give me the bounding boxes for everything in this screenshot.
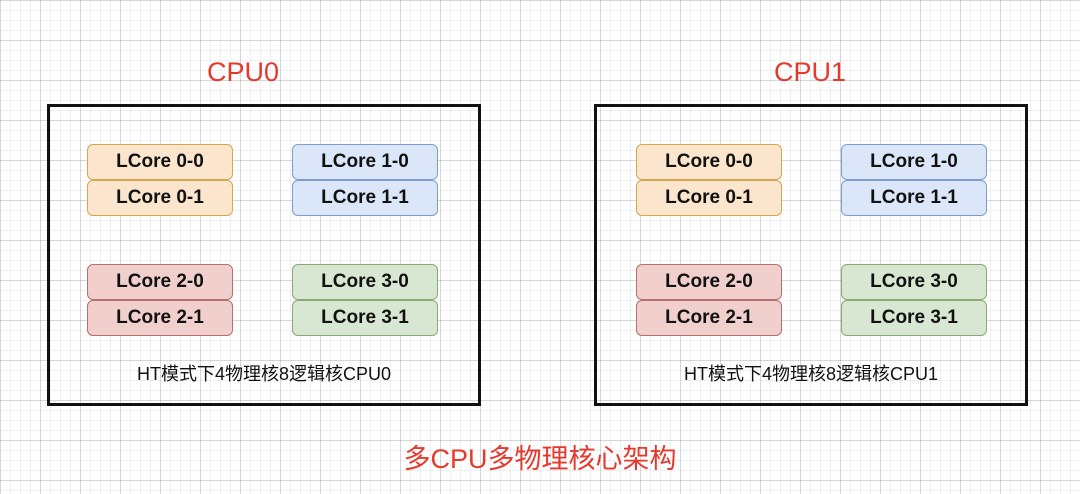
cpu0-lcore-2-0: LCore 2-0: [87, 264, 233, 300]
diagram-caption: 多CPU多物理核心架构: [403, 444, 677, 474]
cpu1-title: CPU1: [773, 57, 847, 87]
cpu1-lcore-0-0: LCore 0-0: [636, 144, 782, 180]
cpu0-lcore-3-0: LCore 3-0: [292, 264, 438, 300]
cpu0-description: HT模式下4物理核8逻辑核CPU0: [136, 364, 392, 384]
cpu1-lcore-0-1: LCore 0-1: [636, 180, 782, 216]
cpu0-lcore-0-0: LCore 0-0: [87, 144, 233, 180]
cpu0-lcore-2-1: LCore 2-1: [87, 300, 233, 336]
cpu0-title: CPU0: [206, 57, 280, 87]
cpu1-lcore-1-1: LCore 1-1: [841, 180, 987, 216]
cpu1-lcore-2-1: LCore 2-1: [636, 300, 782, 336]
cpu1-description: HT模式下4物理核8逻辑核CPU1: [683, 364, 939, 384]
cpu0-lcore-1-1: LCore 1-1: [292, 180, 438, 216]
cpu0-lcore-0-1: LCore 0-1: [87, 180, 233, 216]
cpu0-lcore-1-0: LCore 1-0: [292, 144, 438, 180]
cpu0-lcore-3-1: LCore 3-1: [292, 300, 438, 336]
cpu1-lcore-3-0: LCore 3-0: [841, 264, 987, 300]
cpu0-container: LCore 0-0 LCore 0-1 LCore 1-0 LCore 1-1 …: [47, 104, 481, 406]
cpu1-lcore-1-0: LCore 1-0: [841, 144, 987, 180]
cpu1-lcore-2-0: LCore 2-0: [636, 264, 782, 300]
cpu1-lcore-3-1: LCore 3-1: [841, 300, 987, 336]
cpu1-container: LCore 0-0 LCore 0-1 LCore 1-0 LCore 1-1 …: [594, 104, 1028, 406]
